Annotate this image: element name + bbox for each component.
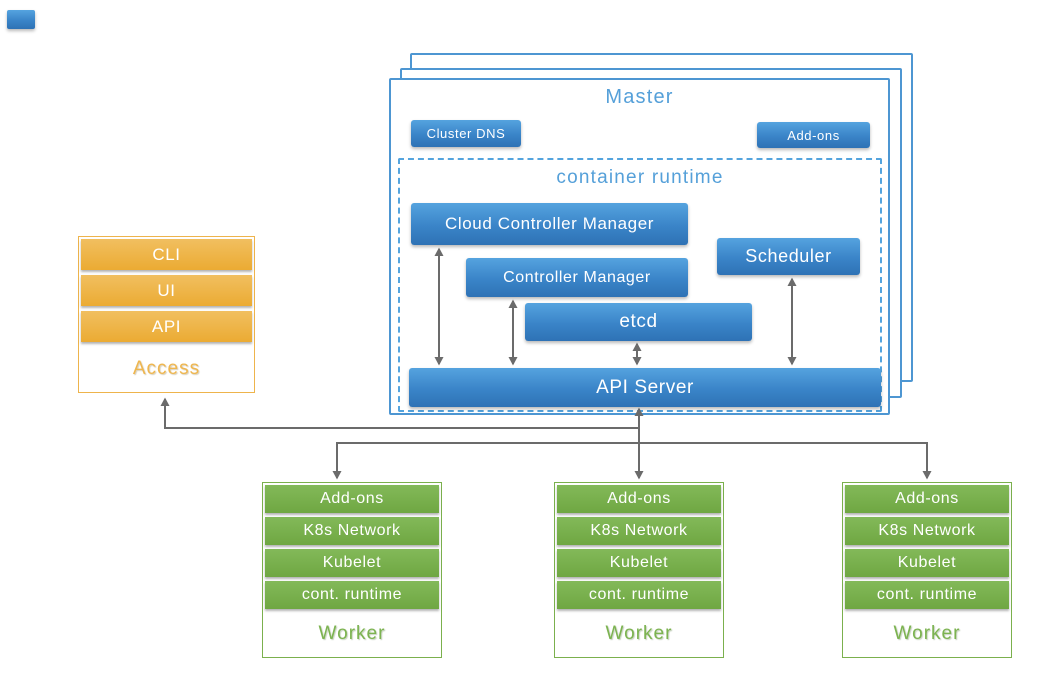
worker-row-addons: Add-ons (557, 485, 721, 513)
worker-row-addons: Add-ons (845, 485, 1009, 513)
api-server-box: API Server (409, 368, 881, 407)
controller-manager-box: Controller Manager (466, 258, 688, 297)
worker-row-k8s-network: K8s Network (265, 517, 439, 545)
worker-row-cont-runtime: cont. runtime (557, 581, 721, 609)
worker-row-kubelet: Kubelet (557, 549, 721, 577)
access-item-api: API (81, 311, 252, 342)
worker-row-k8s-network: K8s Network (845, 517, 1009, 545)
arrow-apiserver-worker1-worker3 (332, 442, 932, 480)
cloud-controller-manager-box: Cloud Controller Manager (411, 203, 688, 245)
worker-row-kubelet: Kubelet (265, 549, 439, 577)
worker-row-cont-runtime: cont. runtime (265, 581, 439, 609)
worker-stack-label: Worker (893, 623, 961, 644)
worker-node-3: Add-ons K8s Network Kubelet cont. runtim… (842, 482, 1012, 658)
worker-node-1: Add-ons K8s Network Kubelet cont. runtim… (262, 482, 442, 658)
decorative-blue-fragment (7, 10, 35, 29)
master-addons-box: Add-ons (757, 122, 870, 148)
worker-row-cont-runtime: cont. runtime (845, 581, 1009, 609)
access-item-ui: UI (81, 275, 252, 306)
worker-stack-label: Worker (318, 623, 386, 644)
cluster-dns-box: Cluster DNS (411, 120, 521, 147)
container-runtime-title: container runtime (556, 167, 724, 188)
worker-row-k8s-network: K8s Network (557, 517, 721, 545)
etcd-box: etcd (525, 303, 752, 341)
worker-node-2: Add-ons K8s Network Kubelet cont. runtim… (554, 482, 724, 658)
access-item-cli: CLI (81, 239, 252, 270)
worker-stack-label: Worker (605, 623, 673, 644)
worker-row-addons: Add-ons (265, 485, 439, 513)
worker-row-kubelet: Kubelet (845, 549, 1009, 577)
scheduler-box: Scheduler (717, 238, 860, 275)
access-stack-label: Access (132, 357, 201, 379)
master-title: Master (605, 86, 674, 108)
access-stack: CLI UI API Access (78, 236, 255, 393)
